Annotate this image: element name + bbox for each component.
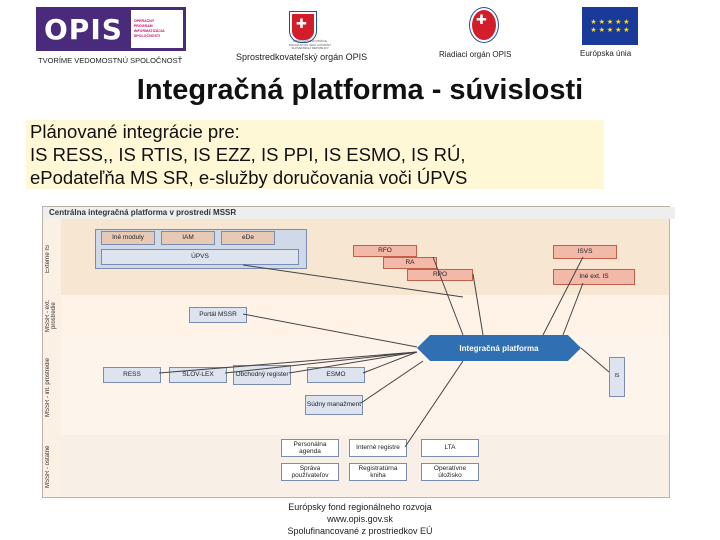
box-isvs: ISVS: [553, 245, 617, 259]
diagram-title: Centrálna integračná platforma v prostre…: [43, 207, 675, 219]
opis-logo-side: OPERAČNÝ PROGRAM INFORMATIZÁCIA SPOLOČNO…: [130, 10, 183, 48]
box-registry-book: Registratúrna kniha: [349, 463, 407, 481]
intro-line: Plánované integrácie pre:: [30, 121, 240, 142]
ministry-name: MINISTERSTVO PRÁCE SOCIÁLNYCH VECÍ A ROD…: [288, 39, 332, 50]
footer-fund: Európsky fond regionálneho rozvoja: [288, 502, 432, 512]
box-other-modules: Iné moduly: [101, 231, 155, 245]
intermediary-label: Sprostredkovateľský orgán OPIS: [236, 52, 368, 62]
architecture-diagram: Centrálna integračná platforma v prostre…: [42, 206, 675, 498]
integration-platform: Integračná platforma: [417, 335, 581, 361]
diagram-connectors: [158, 256, 610, 448]
footer-url[interactable]: www.opis.gov.sk: [327, 514, 393, 524]
box-court-management: Súdny manažment: [305, 395, 363, 415]
box-business-register: Obchodný register: [233, 365, 291, 385]
intro-line: ePodateľňa MS SR, e-služby doručovania v…: [30, 167, 468, 188]
box-other-ext-is: Iné ext. IS: [553, 269, 635, 285]
box-operational-storage: Operatívne úložisko: [421, 463, 479, 481]
box-side-is: IS: [609, 357, 625, 397]
box-internal-registers: Interné registre: [349, 439, 407, 457]
box-upvs: ÚPVS: [101, 249, 299, 265]
intro-text: Plánované integrácie pre: IS RESS,, IS R…: [26, 120, 604, 189]
eu-flag-icon: ★ ★ ★ ★ ★★ ★ ★ ★ ★: [582, 7, 638, 45]
intro-line: IS RESS,, IS RTIS, IS EZZ, IS PPI, IS ES…: [30, 144, 466, 165]
opis-logo: OPIS OPERAČNÝ PROGRAM INFORMATIZÁCIA SPO…: [36, 7, 186, 51]
managing-authority-label: Riadiaci orgán OPIS: [439, 50, 512, 59]
opis-logo-word: OPIS: [44, 12, 123, 46]
ministry-crest-icon: [290, 12, 316, 42]
box-ede: eDe: [221, 231, 275, 245]
opis-tagline: TVORÍME VEDOMOSTNÚ SPOLOČNOSŤ: [38, 56, 183, 65]
box-iam: IAM: [161, 231, 215, 245]
box-personnel: Personálna agenda: [281, 439, 339, 457]
eu-label: Európska únia: [580, 49, 632, 58]
government-seal-icon: [470, 8, 498, 42]
slide-title: Integračná platforma - súvislosti: [136, 74, 584, 106]
box-ress: RESS: [103, 367, 161, 383]
box-rfo: RFO: [353, 245, 417, 257]
box-lta: LTA: [421, 439, 479, 457]
box-ra: RA: [383, 257, 437, 269]
box-esmo: ESMO: [307, 367, 365, 383]
box-portal: Portál MSSR: [189, 307, 247, 323]
box-user-management: Správa používateľov: [281, 463, 339, 481]
footer-cofinanced: Spolufinancované z prostriedkov EÚ: [287, 526, 433, 536]
